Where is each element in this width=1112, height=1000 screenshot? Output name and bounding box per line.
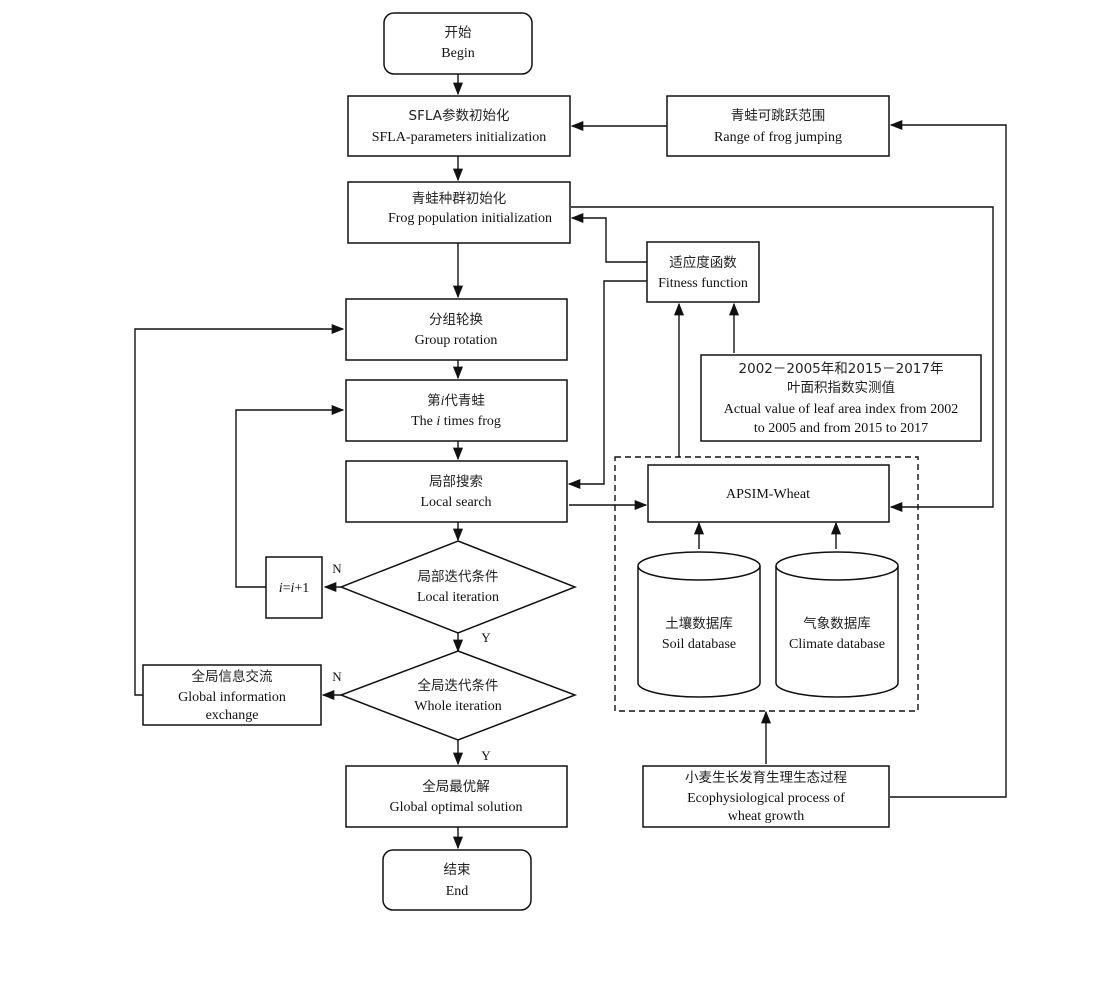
lai-actual-node: 2002－2005年和2015－2017年 叶面积指数实测值 Actual va… — [700, 354, 982, 442]
eco-process-node: 小麦生长发育生理生态过程 Ecophysiological process of… — [642, 765, 890, 828]
label-local-yes: Y — [481, 630, 491, 645]
global-optimal-en: Global optimal solution — [390, 800, 523, 815]
local-search-cn: 局部搜索 — [429, 474, 483, 490]
pop-init-node: 青蛙种群初始化 Frog population initialization — [347, 181, 571, 244]
global-optimal-cn: 全局最优解 — [422, 778, 490, 795]
lai-actual-en2: to 2005 and from 2015 to 2017 — [754, 421, 928, 436]
local-search-node: 局部搜索 Local search — [345, 460, 568, 523]
global-optimal-node: 全局最优解 Global optimal solution — [345, 765, 568, 828]
lai-actual-cn2: 叶面积指数实测值 — [787, 380, 895, 396]
begin-cn: 开始 — [445, 25, 472, 41]
ith-frog-en: The i times frog — [411, 414, 501, 429]
global-exchange-en1: Global information — [178, 690, 286, 705]
whole-iteration-cn: 全局迭代条件 — [418, 677, 499, 694]
global-exchange-node: 全局信息交流 Global information exchange — [142, 664, 322, 726]
i-increment-node: i=i+1 — [265, 556, 323, 619]
whole-iteration-en: Whole iteration — [414, 699, 501, 714]
global-exchange-cn: 全局信息交流 — [192, 668, 273, 685]
climate-db-cn: 气象数据库 — [803, 616, 871, 632]
ith-frog-cn-a: 第 — [427, 392, 441, 409]
whole-iteration-node: 全局迭代条件 Whole iteration — [338, 650, 578, 741]
fitness-cn: 适应度函数 — [669, 254, 737, 271]
sfla-init-node: SFLA参数初始化 SFLA-parameters initialization — [347, 95, 571, 157]
lai-actual-cn1: 2002－2005年和2015－2017年 — [739, 361, 944, 377]
eco-process-cn: 小麦生长发育生理生态过程 — [685, 770, 847, 786]
group-rotation-node: 分组轮换 Group rotation — [345, 298, 568, 361]
edge-fitness-to-local — [567, 280, 647, 490]
local-iteration-node: 局部迭代条件 Local iteration — [338, 540, 578, 634]
model-group — [614, 456, 919, 712]
group-rotation-en: Group rotation — [415, 333, 498, 348]
ith-frog-cn: 第i代青蛙 — [427, 392, 485, 409]
soil-db-node: 土壤数据库 Soil database — [637, 551, 761, 698]
local-iteration-en: Local iteration — [417, 590, 499, 605]
end-node: 结束 End — [382, 849, 532, 911]
frog-range-en: Range of frog jumping — [714, 130, 842, 145]
label-whole-no: N — [332, 669, 342, 684]
climate-db-node: 气象数据库 Climate database — [775, 551, 899, 698]
edge-incr-to-ith — [235, 404, 345, 588]
edges — [134, 74, 1007, 850]
group-rotation-cn: 分组轮换 — [429, 312, 483, 328]
lai-actual-en1: Actual value of leaf area index from 200… — [724, 402, 958, 417]
apsim-node: APSIM-Wheat — [647, 464, 890, 523]
climate-db-en: Climate database — [789, 637, 885, 652]
frog-range-cn: 青蛙可跳跃范围 — [731, 108, 826, 124]
ith-frog-en-b: times frog — [440, 414, 501, 429]
edge-popinit-to-apsim — [571, 206, 994, 513]
fitness-en: Fitness function — [658, 276, 748, 291]
label-local-no: N — [332, 561, 342, 576]
fitness-node: 适应度函数 Fitness function — [646, 241, 760, 303]
apsim-label: APSIM-Wheat — [726, 487, 810, 502]
ith-frog-node: 第i代青蛙 The i times frog — [345, 379, 568, 442]
begin-node: 开始 Begin — [383, 12, 533, 75]
frog-range-node: 青蛙可跳跃范围 Range of frog jumping — [666, 95, 890, 157]
edge-eco-to-range — [889, 119, 1007, 798]
eco-process-en2: wheat growth — [728, 809, 805, 824]
pop-init-cn: 青蛙种群初始化 — [412, 190, 507, 207]
edge-fitness-to-popinit — [570, 212, 647, 263]
begin-en: Begin — [441, 46, 474, 61]
ith-frog-en-a: The — [411, 414, 436, 429]
edge-exch-to-group — [134, 323, 345, 696]
sfla-init-en: SFLA-parameters initialization — [372, 130, 547, 145]
eco-process-en1: Ecophysiological process of — [687, 791, 845, 806]
soil-db-cn: 土壤数据库 — [665, 615, 733, 632]
end-cn: 结束 — [444, 862, 471, 878]
local-iteration-cn: 局部迭代条件 — [418, 568, 499, 585]
label-whole-yes: Y — [481, 748, 491, 763]
ith-frog-cn-b: 代青蛙 — [444, 393, 485, 409]
ith-frog-en-i: i — [436, 414, 440, 429]
local-search-en: Local search — [420, 495, 491, 510]
pop-init-en: Frog population initialization — [388, 211, 552, 226]
ith-frog-cn-i: i — [441, 393, 445, 408]
end-en: End — [446, 884, 469, 899]
global-exchange-en2: exchange — [206, 708, 259, 723]
i-increment-label: i=i+1 — [279, 581, 310, 596]
soil-db-en: Soil database — [662, 637, 736, 652]
sfla-init-cn: SFLA参数初始化 — [409, 107, 510, 124]
